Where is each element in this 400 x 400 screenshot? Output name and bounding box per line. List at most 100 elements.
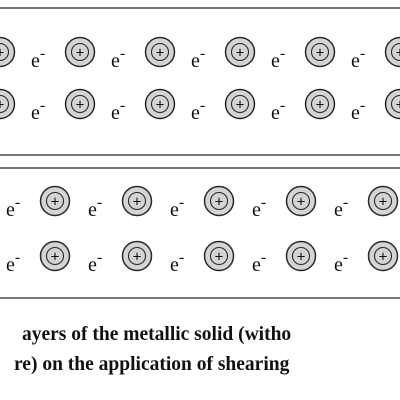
cation-L1-r1-3: + xyxy=(144,36,176,68)
cation-L2-r2-3: + xyxy=(203,240,235,272)
cation-L1-r2-6: + xyxy=(384,88,400,120)
ion-plus-sign: + xyxy=(76,97,85,114)
cation-L2-r1-5: + xyxy=(367,185,399,217)
cation-L1-r1-2: + xyxy=(64,36,96,68)
ion-circle xyxy=(285,185,317,217)
electron-L1-r2-6: e- xyxy=(351,97,365,124)
ion-inner-ring xyxy=(0,42,10,62)
electron-L2-r2-3: e- xyxy=(170,249,184,276)
ion-circle xyxy=(121,240,153,272)
layer-2-box xyxy=(0,167,400,299)
ion-plus-sign: + xyxy=(0,45,5,62)
electron-L2-r2-1: e- xyxy=(6,249,20,276)
layer-1-box xyxy=(0,7,400,156)
ion-circle xyxy=(367,240,399,272)
ion-circle xyxy=(203,240,235,272)
ion-plus-sign: + xyxy=(379,249,388,266)
electron-L1-r1-6: e- xyxy=(351,45,365,72)
ion-inner-ring xyxy=(45,191,65,211)
electron-L2-r1-2: e- xyxy=(88,194,102,221)
cation-L1-r1-1: + xyxy=(0,36,16,68)
cation-L2-r2-2: + xyxy=(121,240,153,272)
ion-inner-ring xyxy=(70,42,90,62)
ion-plus-sign: + xyxy=(236,45,245,62)
ion-plus-sign: + xyxy=(156,97,165,114)
ion-inner-ring xyxy=(230,42,250,62)
ion-plus-sign: + xyxy=(0,97,5,114)
ion-circle xyxy=(224,36,256,68)
electron-L1-r1-4: e- xyxy=(191,45,205,72)
electron-L2-r1-3: e- xyxy=(170,194,184,221)
ion-plus-sign: + xyxy=(396,45,400,62)
ion-inner-ring xyxy=(0,94,10,114)
ion-plus-sign: + xyxy=(297,249,306,266)
cation-L1-r1-4: + xyxy=(224,36,256,68)
ion-inner-ring xyxy=(230,94,250,114)
cation-L1-r2-1: + xyxy=(0,88,16,120)
electron-L2-r1-5: e- xyxy=(334,194,348,221)
ion-plus-sign: + xyxy=(396,97,400,114)
ion-circle xyxy=(64,88,96,120)
cation-L2-r1-1: + xyxy=(39,185,71,217)
cation-L1-r2-2: + xyxy=(64,88,96,120)
ion-circle xyxy=(203,185,235,217)
electron-L1-r1-5: e- xyxy=(271,45,285,72)
electron-L1-r1-2: e- xyxy=(31,45,45,72)
ion-inner-ring xyxy=(390,94,400,114)
ion-plus-sign: + xyxy=(316,45,325,62)
ion-circle xyxy=(39,185,71,217)
ion-plus-sign: + xyxy=(133,194,142,211)
ion-inner-ring xyxy=(150,94,170,114)
ion-plus-sign: + xyxy=(51,249,60,266)
electron-L1-r2-3: e- xyxy=(111,97,125,124)
cation-L1-r1-5: + xyxy=(304,36,336,68)
cation-L1-r2-4: + xyxy=(224,88,256,120)
electron-L2-r1-4: e- xyxy=(252,194,266,221)
electron-L1-r2-2: e- xyxy=(31,97,45,124)
ion-plus-sign: + xyxy=(76,45,85,62)
ion-inner-ring xyxy=(209,246,229,266)
ion-inner-ring xyxy=(291,246,311,266)
ion-inner-ring xyxy=(70,94,90,114)
electron-L1-r2-5: e- xyxy=(271,97,285,124)
ion-plus-sign: + xyxy=(215,249,224,266)
electron-L2-r2-5: e- xyxy=(334,249,348,276)
ion-inner-ring xyxy=(310,94,330,114)
electron-L2-r2-2: e- xyxy=(88,249,102,276)
cation-L1-r2-3: + xyxy=(144,88,176,120)
ion-inner-ring xyxy=(291,191,311,211)
electron-L2-r2-4: e- xyxy=(252,249,266,276)
cation-L2-r2-1: + xyxy=(39,240,71,272)
ion-inner-ring xyxy=(127,191,147,211)
ion-circle xyxy=(121,185,153,217)
cation-L2-r2-4: + xyxy=(285,240,317,272)
cation-L2-r1-3: + xyxy=(203,185,235,217)
ion-circle xyxy=(367,185,399,217)
electron-L1-r2-4: e- xyxy=(191,97,205,124)
ion-inner-ring xyxy=(150,42,170,62)
electron-L2-r1-1: e- xyxy=(6,194,20,221)
ion-inner-ring xyxy=(373,191,393,211)
cation-L1-r2-5: + xyxy=(304,88,336,120)
cation-L1-r1-6: + xyxy=(384,36,400,68)
ion-plus-sign: + xyxy=(215,194,224,211)
ion-plus-sign: + xyxy=(133,249,142,266)
cation-L2-r1-2: + xyxy=(121,185,153,217)
ion-circle xyxy=(285,240,317,272)
ion-inner-ring xyxy=(390,42,400,62)
ion-circle xyxy=(144,36,176,68)
ion-inner-ring xyxy=(209,191,229,211)
electron-L1-r1-3: e- xyxy=(111,45,125,72)
ion-plus-sign: + xyxy=(156,45,165,62)
ion-circle xyxy=(304,88,336,120)
ion-circle xyxy=(144,88,176,120)
ion-plus-sign: + xyxy=(297,194,306,211)
ion-inner-ring xyxy=(45,246,65,266)
cation-L2-r2-5: + xyxy=(367,240,399,272)
ion-circle xyxy=(39,240,71,272)
ion-plus-sign: + xyxy=(316,97,325,114)
ion-inner-ring xyxy=(127,246,147,266)
ion-plus-sign: + xyxy=(51,194,60,211)
ion-plus-sign: + xyxy=(379,194,388,211)
